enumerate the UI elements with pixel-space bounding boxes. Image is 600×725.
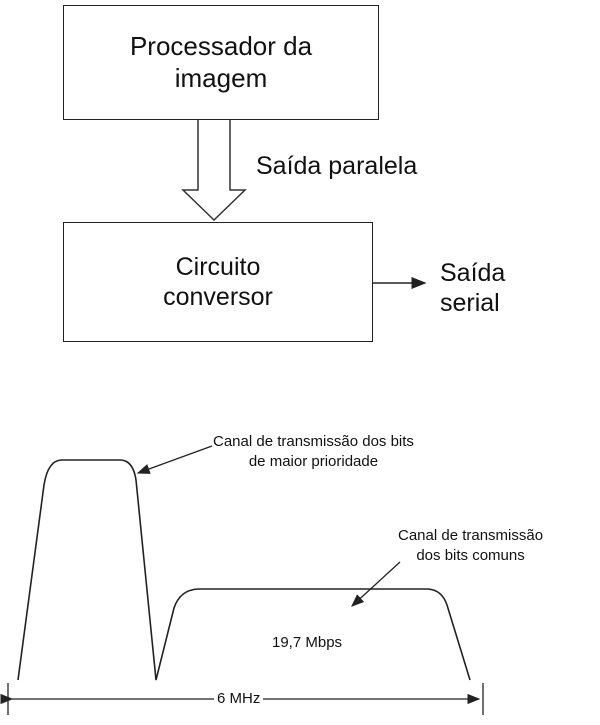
- serial-output-label-line2: serial: [440, 289, 500, 317]
- bandwidth-label: 6 MHz: [214, 690, 264, 707]
- common-channel-line1: Canal de transmissão: [398, 527, 544, 544]
- converter-circuit-label-line2: conversor: [163, 283, 273, 311]
- image-processor-block: Processador da imagem: [63, 5, 379, 120]
- common-channel-annotation: Canal de transmissão dos bits comuns: [398, 526, 543, 565]
- priority-channel-line2: de maior prioridade: [248, 452, 379, 470]
- priority-channel-pointer: [136, 445, 213, 474]
- parallel-output-arrow: [181, 118, 247, 222]
- spectrum-curve: [17, 459, 471, 681]
- priority-channel-line1: Canal de transmissão dos bits: [213, 433, 414, 450]
- priority-channel-annotation: Canal de transmissão dos bits de maior p…: [213, 432, 414, 471]
- common-channel-line2: dos bits comuns: [416, 546, 525, 564]
- image-processor-label-line1: Processador da: [129, 31, 313, 62]
- serial-output-label-line1: Saída: [440, 259, 506, 287]
- converter-circuit-block: Circuito conversor: [63, 222, 373, 342]
- serial-output-label: Saída serial: [440, 258, 505, 318]
- converter-circuit-label-line1: Circuito: [175, 253, 261, 281]
- common-channel-pointer: [351, 561, 401, 607]
- image-processor-label-line2: imagem: [174, 62, 268, 93]
- parallel-output-label: Saída paralela: [256, 152, 418, 180]
- bit-rate-label: 19,7 Mbps: [272, 634, 343, 651]
